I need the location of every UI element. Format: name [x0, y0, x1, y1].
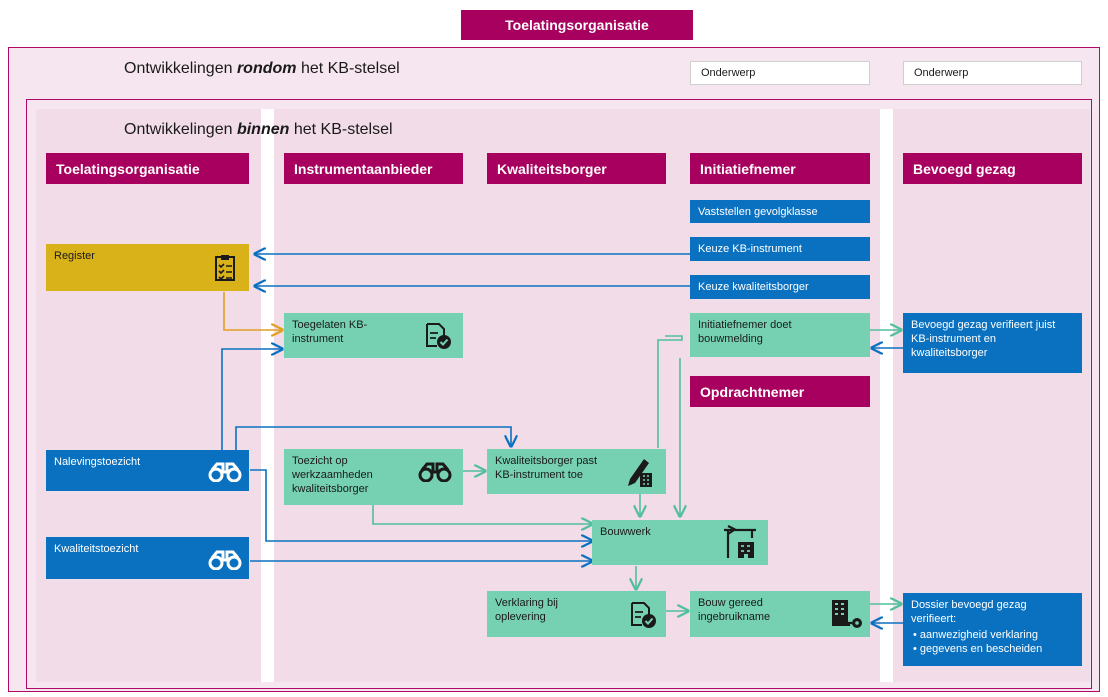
topic-box-1: Onderwerp	[690, 61, 870, 85]
bevoegd-gezag-verifieert-box: Bevoegd gezag verifieert juist KB-instru…	[903, 313, 1082, 373]
outer-title: Ontwikkelingen rondom het KB-stelsel	[124, 60, 400, 77]
column-gap-2	[880, 109, 893, 682]
vaststellen-gevolgklasse-box: Vaststellen gevolgklasse	[690, 200, 870, 223]
column-header-instrumentaanbieder: Instrumentaanbieder	[284, 153, 463, 184]
column-header-kwaliteitsborger: Kwaliteitsborger	[487, 153, 666, 184]
column-gap-1	[261, 109, 274, 682]
dossier-item: gegevens en bescheiden	[920, 642, 1074, 656]
top-header-label: Toelatingsorganisatie	[505, 17, 649, 33]
kwaliteitstoezicht-box: Kwaliteitstoezicht	[46, 537, 249, 579]
dossier-box: Dossier bevoegd gezag verifieert: aanwez…	[903, 593, 1082, 666]
column-header-initiatiefnemer: Initiatiefnemer	[690, 153, 870, 184]
column-header-toelatingsorganisatie: Toelatingsorganisatie	[46, 153, 249, 184]
pen-building-icon	[628, 459, 652, 487]
binoculars-icon	[208, 550, 242, 570]
crane-building-icon	[724, 525, 756, 558]
dossier-item: aanwezigheid verklaring	[920, 628, 1074, 642]
document-check-icon	[426, 323, 451, 349]
document-check-icon	[631, 602, 656, 628]
inner-title: Ontwikkelingen binnen het KB-stelsel	[124, 121, 393, 138]
column-bg-1	[36, 109, 261, 682]
top-header: Toelatingsorganisatie	[461, 10, 693, 40]
opdrachtnemer-header: Opdrachtnemer	[690, 376, 870, 407]
keuze-kb-instrument-box: Keuze KB-instrument	[690, 237, 870, 261]
dossier-list: aanwezigheid verklaring gegevens en besc…	[911, 628, 1074, 656]
bouwmelding-box: Initiatiefnemer doet bouwmelding	[690, 313, 870, 357]
past-toe-box: Kwaliteitsborger past KB-instrument toe	[487, 449, 666, 494]
column-header-bevoegd-gezag: Bevoegd gezag	[903, 153, 1082, 184]
verklaring-box: Verklaring bij oplevering	[487, 591, 666, 637]
keuze-kwaliteitsborger-box: Keuze kwaliteitsborger	[690, 275, 870, 299]
dossier-title: Dossier bevoegd gezag verifieert:	[911, 599, 1027, 625]
toegelaten-box: Toegelaten KB-instrument	[284, 313, 463, 358]
binoculars-icon	[208, 462, 242, 482]
clipboard-checklist-icon	[215, 255, 235, 281]
building-key-icon	[832, 600, 862, 628]
inner-frame	[26, 99, 1092, 689]
column-bg-3	[893, 109, 1090, 682]
topic-box-2: Onderwerp	[903, 61, 1082, 85]
binoculars-icon	[418, 462, 452, 482]
